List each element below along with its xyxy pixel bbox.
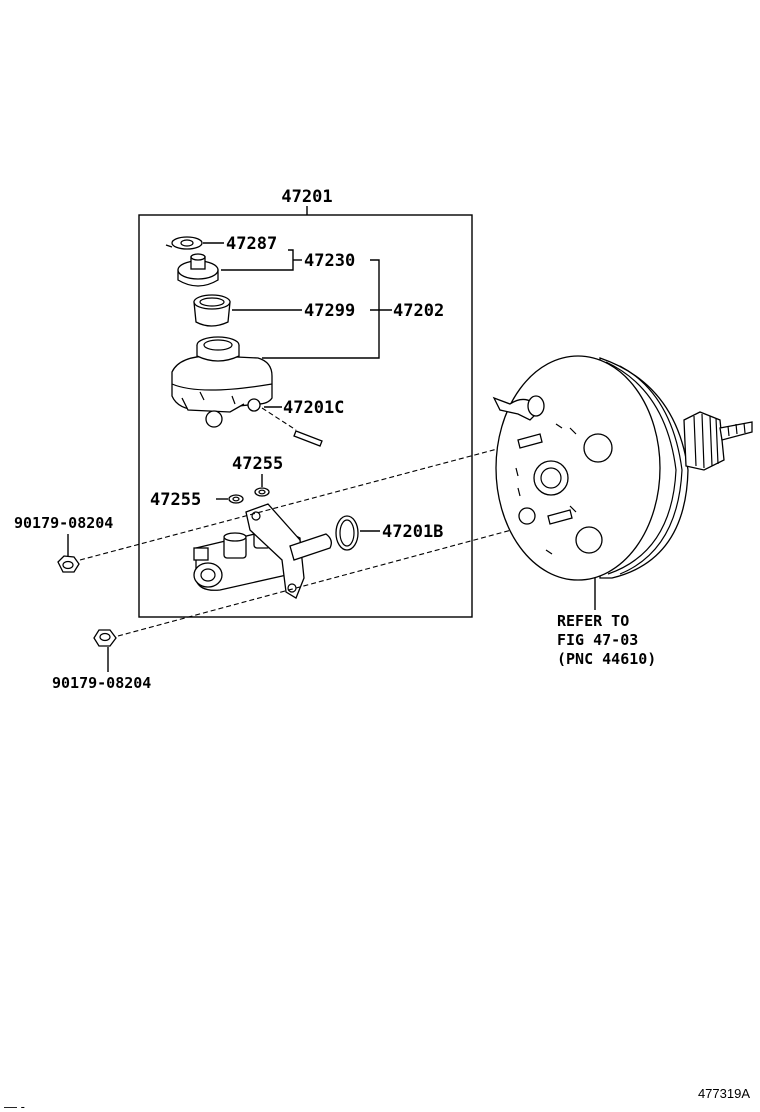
booster-note-line-3: (PNC 44610): [557, 650, 656, 668]
callout-nut-upper: 90179-08204: [14, 514, 113, 532]
callout-47201C: 47201C: [283, 398, 344, 418]
master-cylinder-part: [193, 503, 332, 599]
callout-47230: 47230: [304, 251, 355, 271]
pin-guide-line: [261, 407, 297, 431]
bracket-47202: [262, 259, 380, 359]
nut-lower-part: [93, 629, 117, 647]
callout-47201B: 47201B: [382, 522, 443, 542]
figure-id: 477319A: [698, 1086, 750, 1101]
callout-47255-upper: 47255: [232, 454, 283, 474]
assembly-box: [138, 214, 473, 618]
assembly-label: 47201: [281, 187, 332, 207]
pin-part: [293, 430, 323, 447]
callout-47202: 47202: [393, 301, 444, 321]
callout-nut-lower: 90179-08204: [52, 674, 151, 692]
o-ring-part: [335, 515, 359, 551]
nut-upper-part: [57, 555, 80, 573]
grommet-lower-part: [228, 494, 244, 504]
callout-47255-lower: 47255: [150, 490, 201, 510]
brake-booster-part: [492, 355, 753, 581]
callout-47299: 47299: [304, 301, 355, 321]
grommet-upper-part: [254, 487, 270, 497]
reservoir-cap-seal-part: [165, 236, 203, 250]
guide-line-upper: [79, 443, 517, 561]
guide-line-lower: [117, 517, 557, 637]
reservoir-grommet-part: [193, 294, 231, 327]
booster-note-line-2: FIG 47-03: [557, 631, 638, 649]
callout-47287: 47287: [226, 234, 277, 254]
reservoir-part: [171, 336, 273, 428]
booster-note-line-1: REFER TO: [557, 612, 629, 630]
reservoir-cap-part: [177, 253, 219, 287]
corner-marks: — -: [4, 1099, 25, 1112]
